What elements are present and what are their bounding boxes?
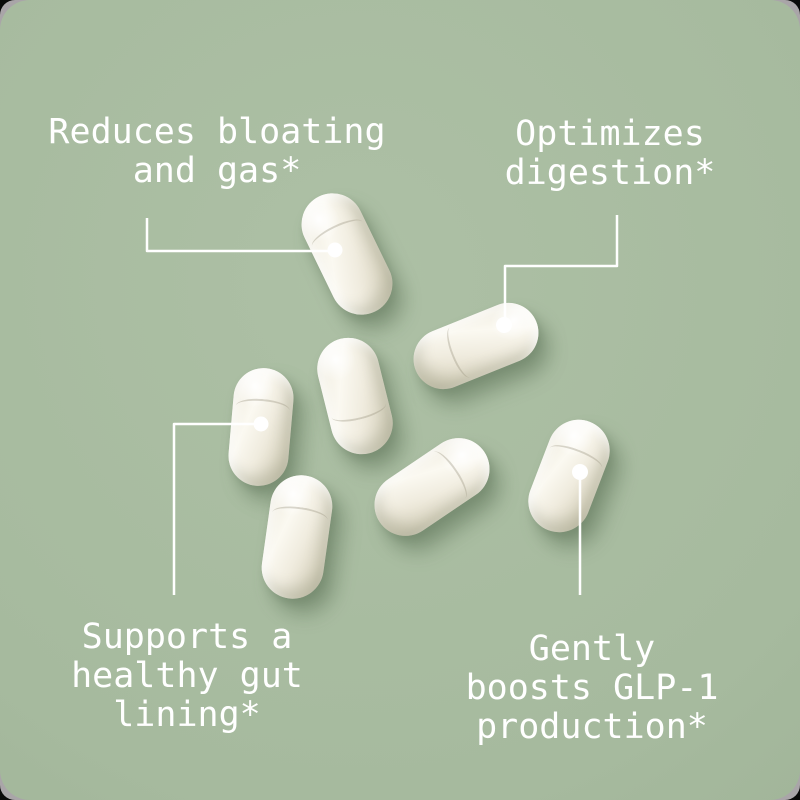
- capsule-pill: [225, 365, 297, 489]
- capsule-bottom-center: [362, 424, 502, 550]
- callout-gut-lining-line-2: healthy gut: [71, 656, 303, 696]
- callout-digestion-line-2: digestion*: [504, 153, 716, 193]
- callout-digestion-line-1: Optimizes: [515, 114, 705, 154]
- callout-glp1: Gently boosts GLP-1 production*: [422, 630, 762, 747]
- callout-bloating-line-1: Reduces bloating: [48, 112, 386, 152]
- capsule-pill: [519, 410, 619, 542]
- callout-digestion: Optimizes digestion*: [450, 115, 770, 193]
- capsule-upper-right: [404, 281, 548, 411]
- callout-gut-lining-line-3: lining*: [113, 695, 261, 735]
- capsule-pill: [257, 471, 337, 603]
- capsule-pill: [404, 293, 548, 399]
- capsule-right: [519, 410, 619, 542]
- callout-gut-lining: Supports a healthy gut lining*: [27, 618, 347, 735]
- callout-glp1-line-2: boosts GLP-1: [465, 668, 719, 708]
- capsule-lower-left: [257, 471, 337, 603]
- callout-bloating-line-2: and gas*: [132, 151, 302, 191]
- capsule-pill: [310, 331, 400, 461]
- capsule-left: [225, 365, 297, 489]
- callout-glp1-line-3: production*: [476, 707, 708, 747]
- capsule-pill: [291, 182, 403, 326]
- capsule-top: [291, 182, 403, 326]
- callout-gut-lining-line-1: Supports a: [81, 617, 293, 657]
- capsule-center: [310, 331, 400, 461]
- callout-glp1-line-1: Gently: [528, 629, 656, 669]
- callout-bloating: Reduces bloating and gas*: [27, 113, 407, 191]
